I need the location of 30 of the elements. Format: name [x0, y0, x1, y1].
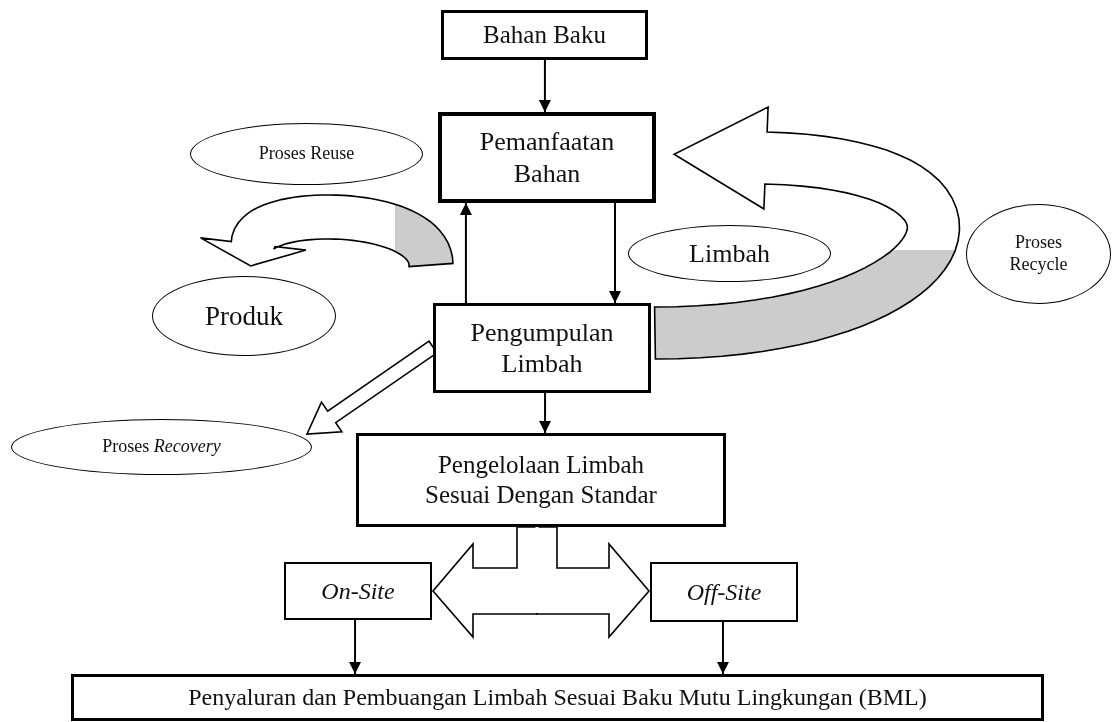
- arrow: [459, 202, 472, 304]
- node-label: Pemanfaatan Bahan: [478, 126, 616, 189]
- process-box: [433, 303, 651, 393]
- arrow: [609, 202, 621, 304]
- process-box: [650, 562, 798, 622]
- block-arrow: [653, 105, 961, 360]
- node-label: Pengumpulan Limbah: [469, 316, 615, 380]
- process-box: [438, 112, 656, 203]
- node-label: Pengelolaan Limbah Sesuai Dengan Standar: [424, 450, 658, 510]
- node-label: Penyaluran dan Pembuangan Limbah Sesuai Baku Mutu Lingkungan (BML): [188, 683, 927, 712]
- node-label: Proses Recycle: [1008, 232, 1069, 276]
- arrow: [539, 392, 552, 434]
- node-label: Limbah: [689, 237, 770, 270]
- node-label: Proses Reuse: [258, 143, 355, 165]
- arrow: [538, 59, 551, 113]
- process-box: [284, 562, 432, 620]
- block-arrow: [199, 194, 454, 268]
- node-label: Bahan Baku: [483, 20, 606, 50]
- node-label: Produk: [205, 299, 283, 333]
- process-box: [356, 433, 726, 527]
- node-label: Off-Site: [686, 577, 762, 607]
- process-box: [71, 674, 1044, 721]
- arrow: [349, 619, 362, 675]
- process-box: [441, 10, 648, 60]
- arrow: [716, 621, 729, 675]
- process-ellipse: [11, 419, 312, 475]
- block-arrow: [431, 526, 538, 640]
- block-arrow: [536, 526, 651, 640]
- node-label: Proses Recovery: [102, 436, 221, 458]
- node-label: On-Site: [321, 576, 395, 606]
